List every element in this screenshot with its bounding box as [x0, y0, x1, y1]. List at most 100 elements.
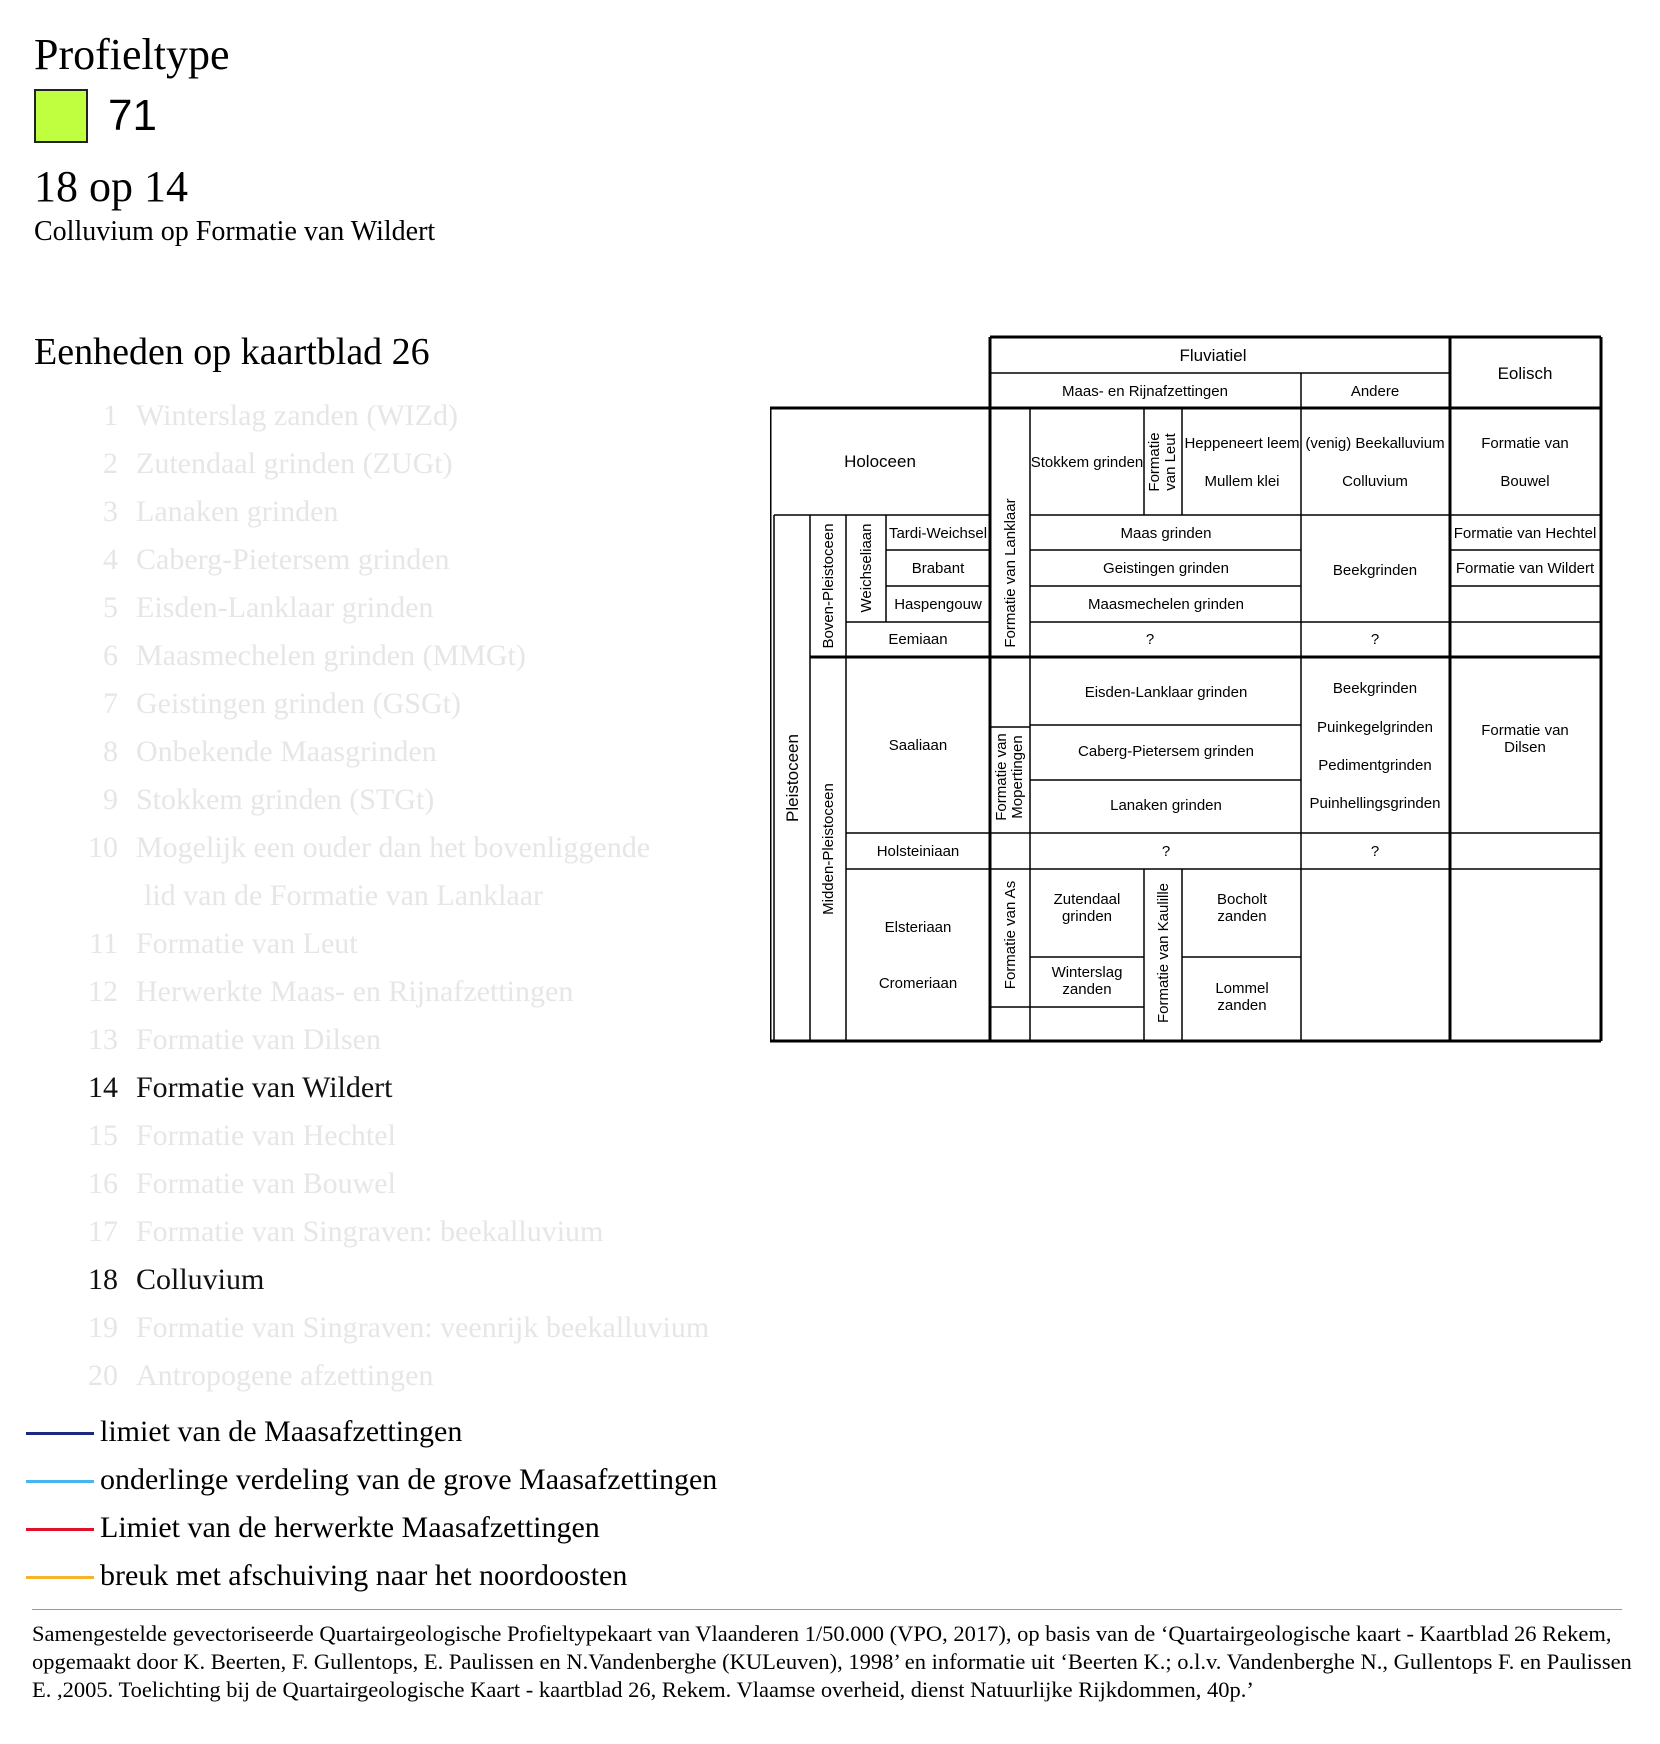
cell-bouwel-2: Bouwel	[1500, 473, 1549, 490]
unit-label: Formatie van Singraven: beekalluvium	[136, 1215, 604, 1248]
cell-fm-leut-1: Formatie	[1146, 432, 1163, 491]
cell-heppeneert: Heppeneert leem	[1184, 435, 1299, 452]
cell-venig-beekalluvium: (venig) Beekalluvium	[1305, 435, 1444, 452]
unit-number: 5	[103, 591, 118, 624]
unit-label: Maasmechelen grinden (MMGt)	[136, 639, 526, 672]
label-tardi-weichsel: Tardi-Weichsel	[889, 525, 987, 542]
label-holsteiniaan: Holsteiniaan	[877, 843, 960, 860]
source-citation: Samengestelde gevectoriseerde Quartairge…	[32, 1621, 1632, 1702]
cell-lanaken: Lanaken grinden	[1110, 797, 1222, 814]
unit-label: lid van de Formatie van Lanklaar	[144, 879, 544, 912]
units-title: Eenheden op kaartblad 26	[34, 331, 430, 373]
label-saaliaan: Saaliaan	[889, 737, 947, 754]
label-midden-pleistoceen: Midden-Pleistoceen	[820, 783, 837, 915]
profile-description: Colluvium op Formatie van Wildert	[34, 216, 436, 247]
unit-number: 2	[103, 447, 118, 480]
unit-label: Geistingen grinden (GSGt)	[136, 687, 461, 720]
unit-combination: 18 op 14	[34, 162, 188, 211]
cell-zutendaal-1: Zutendaal	[1054, 891, 1121, 908]
cell-wildert: Formatie van Wildert	[1456, 560, 1595, 577]
unit-number: 3	[103, 495, 118, 528]
header-maas-rijn: Maas- en Rijnafzettingen	[1062, 383, 1228, 400]
cell-dilsen-1: Formatie van	[1481, 722, 1569, 739]
unit-number: 16	[88, 1167, 118, 1200]
unit-label: Antropogene afzettingen	[136, 1359, 434, 1392]
cell-bocholt-1: Bocholt	[1217, 891, 1268, 908]
legend-line-icon	[26, 1576, 94, 1579]
cell-stokkem: Stokkem grinden	[1031, 454, 1144, 471]
unit-label: Mogelijk een ouder dan het bovenliggende	[136, 831, 651, 864]
cell-maasmechelen: Maasmechelen grinden	[1088, 596, 1244, 613]
legend-line-icon	[26, 1528, 94, 1531]
label-holoceen: Holoceen	[844, 452, 916, 471]
legend-label: limiet van de Maasafzettingen	[100, 1415, 463, 1448]
label-pleistoceen: Pleistoceen	[783, 734, 802, 822]
label-weichseliaan: Weichseliaan	[858, 524, 875, 613]
cell-bocholt-2: zanden	[1217, 908, 1266, 925]
unit-number: 18	[88, 1263, 118, 1296]
profile-code: 71	[108, 91, 157, 140]
cell-puinhelling: Puinhellingsgrinden	[1310, 795, 1441, 812]
legend-item: breuk met afschuiving naar het noordoost…	[0, 1552, 780, 1600]
legend-line-icon	[26, 1432, 94, 1435]
unit-label: Formatie van Wildert	[136, 1071, 393, 1104]
unit-number: 20	[88, 1359, 118, 1392]
cell-dilsen-2: Dilsen	[1504, 739, 1546, 756]
legend-item: limiet van de Maasafzettingen	[0, 1408, 780, 1456]
cell-eisden: Eisden-Lanklaar grinden	[1085, 684, 1248, 701]
unit-number: 15	[88, 1119, 118, 1152]
unit-label: Lanaken grinden	[136, 495, 339, 528]
legend-label: onderlinge verdeling van de grove Maasaf…	[100, 1463, 718, 1496]
label-fm-mopertingen-1: Formatie van	[993, 733, 1010, 821]
label-boven-pleistoceen: Boven-Pleistoceen	[820, 523, 837, 648]
cell-question-eemiaan-maas: ?	[1146, 631, 1154, 648]
cell-fm-leut-2: van Leut	[1162, 432, 1179, 490]
profile-color-swatch	[34, 89, 88, 143]
unit-number: 6	[103, 639, 118, 672]
unit-number: 19	[88, 1311, 118, 1344]
cell-puinkegel: Puinkegelgrinden	[1317, 719, 1433, 736]
cell-winterslag-1: Winterslag	[1052, 964, 1123, 981]
unit-label: Stokkem grinden (STGt)	[136, 783, 435, 816]
unit-label: Zutendaal grinden (ZUGt)	[136, 447, 453, 480]
unit-label: Winterslag zanden (WIZd)	[136, 399, 458, 432]
label-elsteriaan: Elsteriaan	[885, 919, 952, 936]
unit-label: Formatie van Leut	[136, 927, 358, 960]
unit-number: 9	[103, 783, 118, 816]
cell-winterslag-2: zanden	[1062, 981, 1111, 998]
cell-bouwel-1: Formatie van	[1481, 435, 1569, 452]
header-andere: Andere	[1351, 383, 1399, 400]
cell-colluvium: Colluvium	[1342, 473, 1408, 490]
cell-lommel-2: zanden	[1217, 997, 1266, 1014]
unit-number: 10	[88, 831, 118, 864]
unit-label: Formatie van Bouwel	[136, 1167, 396, 1200]
header-eolisch: Eolisch	[1498, 364, 1553, 383]
cell-pediment: Pedimentgrinden	[1318, 757, 1431, 774]
cell-lommel-1: Lommel	[1215, 980, 1268, 997]
legend-item: onderlinge verdeling van de grove Maasaf…	[0, 1456, 780, 1504]
label-cromeriaan: Cromeriaan	[879, 975, 957, 992]
unit-number: 4	[103, 543, 118, 576]
unit-number: 7	[103, 687, 118, 720]
unit-number: 17	[88, 1215, 118, 1248]
legend-label: breuk met afschuiving naar het noordoost…	[100, 1559, 628, 1592]
unit-number: 14	[88, 1071, 118, 1104]
cell-beekgrinden-2: Beekgrinden	[1333, 680, 1417, 697]
unit-label: Formatie van Singraven: veenrijk beekall…	[136, 1311, 710, 1344]
unit-label: Caberg-Pietersem grinden	[136, 543, 450, 576]
profile-type-title: Profieltype	[34, 30, 230, 79]
label-brabant: Brabant	[912, 560, 965, 577]
cell-question-eemiaan-andere: ?	[1371, 631, 1379, 648]
unit-number: 13	[88, 1023, 118, 1056]
cell-question-holsteiniaan-maas: ?	[1162, 843, 1170, 860]
unit-label: Formatie van Hechtel	[136, 1119, 396, 1152]
label-fm-kaulille: Formatie van Kaulille	[1155, 883, 1172, 1023]
stratigraphy-table: Fluviatiel Maas- en Rijnafzettingen Ande…	[770, 335, 1603, 1043]
header-fluviatiel: Fluviatiel	[1179, 346, 1246, 365]
unit-number: 12	[88, 975, 118, 1008]
divider	[32, 1609, 1622, 1610]
unit-number: 1	[103, 399, 118, 432]
cell-geistingen: Geistingen grinden	[1103, 560, 1229, 577]
legend-item: Limiet van de herwerkte Maasafzettingen	[0, 1504, 780, 1552]
unit-number: 11	[89, 927, 118, 960]
